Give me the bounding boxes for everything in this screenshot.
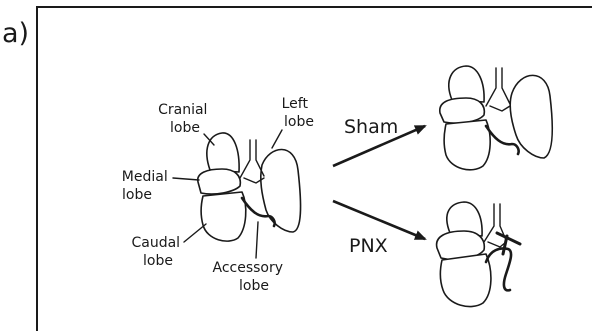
caudal-lobe-shape	[201, 192, 246, 241]
label-cranial-lobe: Cranial lobe	[158, 102, 212, 136]
sham-label: Sham	[344, 116, 398, 138]
sham-arrow: Sham	[333, 116, 425, 166]
cranial-lobe-shape	[207, 133, 239, 172]
panel-label: a)	[2, 18, 29, 49]
normal-lung: Cranial lobe Left lobe Medial lobe Cauda…	[122, 96, 314, 294]
pnx-arrow: PNX	[333, 201, 425, 257]
medial-lobe-shape	[198, 169, 241, 194]
left-lobe-shape	[261, 149, 301, 232]
ligature-mark	[497, 233, 520, 244]
label-accessory-lobe: Accessory lobe	[213, 260, 288, 294]
sham-lung	[440, 66, 552, 170]
label-caudal-lobe: Caudal lobe	[131, 235, 184, 269]
panel-frame	[37, 7, 592, 331]
label-left-lobe: Left lobe	[282, 96, 314, 130]
label-medial-lobe: Medial lobe	[122, 169, 172, 203]
pnx-label: PNX	[349, 235, 388, 257]
pnx-lung	[437, 202, 520, 307]
